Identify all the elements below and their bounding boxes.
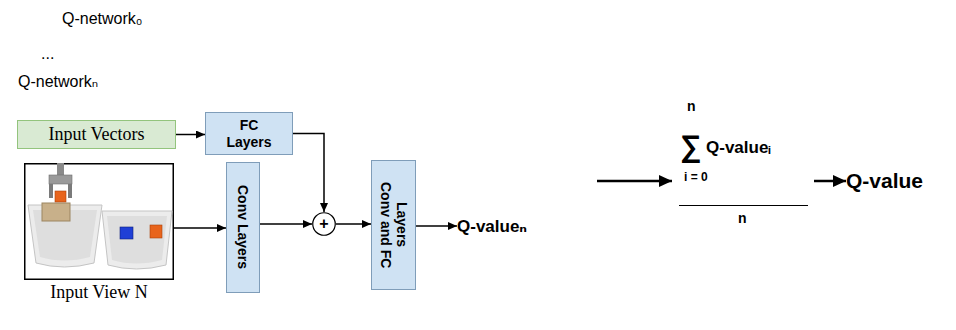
arrow-connector xyxy=(416,225,457,227)
label-holder: ... xyxy=(41,45,54,63)
network-frame: ... xyxy=(33,40,597,298)
input-view-image: Input View N xyxy=(24,163,174,308)
node-label: + xyxy=(319,216,328,232)
beige-block xyxy=(42,203,70,221)
output-label: Q-valueₙ xyxy=(457,213,557,239)
frame-border xyxy=(9,68,573,330)
layer-box: Conv Layers xyxy=(226,162,260,293)
robot-scene-illustration xyxy=(24,163,174,280)
orange-cube xyxy=(55,191,66,202)
arrow-connector xyxy=(176,134,205,136)
image-frame xyxy=(25,164,174,280)
node-label: ∑ xyxy=(680,129,701,162)
node-label: n xyxy=(687,98,696,114)
right-tray xyxy=(102,211,172,269)
arrow-connector xyxy=(597,180,672,183)
arrow-connector xyxy=(814,180,846,183)
input-box: Input Vectors xyxy=(17,120,176,149)
node-label: Q-networkₙ xyxy=(18,73,98,90)
node-label: FC Layers xyxy=(220,117,278,149)
node-label: Q-value xyxy=(846,169,923,193)
fraction-bar xyxy=(679,205,808,206)
gripper-finger xyxy=(49,184,53,198)
node-label: i = 0 xyxy=(684,170,708,184)
node-label: Q-valueₙ xyxy=(457,216,527,237)
gripper-body xyxy=(49,175,72,184)
arrow-connector xyxy=(260,223,312,225)
formula-part: n xyxy=(738,209,747,227)
sum-circle: + xyxy=(312,212,336,236)
node-label: Input Vectors xyxy=(48,124,144,145)
blue-cube xyxy=(120,227,133,239)
average-formula: n ∑ Q-valueᵢ i = 0 n xyxy=(672,93,814,228)
caption-holder: Input View N xyxy=(24,282,174,303)
node-label: Q-valueᵢ xyxy=(706,138,771,157)
frame-border xyxy=(34,41,597,298)
formula-part: ∑ xyxy=(680,131,701,161)
formula-part: n xyxy=(687,97,696,115)
layer-box: Conv and FC Layers xyxy=(371,160,416,290)
gripper-finger xyxy=(68,184,72,198)
node-label: Input View N xyxy=(50,282,148,302)
node-label: Conv and FC Layers xyxy=(377,175,409,275)
circle-border xyxy=(313,213,336,236)
network-frame: Q-networkₙInput Vectors FC LayersInput Vi… xyxy=(8,67,573,330)
orange-cube xyxy=(150,225,162,238)
arrow-connector xyxy=(174,227,226,229)
right-tray-inner xyxy=(107,216,167,264)
frame-outline xyxy=(33,40,597,298)
node-label: ... xyxy=(41,45,54,62)
label-holder: Q-networkₙ xyxy=(18,72,98,91)
label-holder: Q-network₀ xyxy=(62,10,142,28)
output-label: Q-value xyxy=(846,167,946,195)
arrow-connector xyxy=(336,223,371,225)
node-label: Q-network₀ xyxy=(62,10,142,27)
node-label: Conv Layers xyxy=(235,185,251,269)
node-label: n xyxy=(738,210,747,226)
formula-part: i = 0 xyxy=(684,167,708,185)
layer-box: FC Layers xyxy=(205,112,293,155)
arrow-connector xyxy=(293,134,324,213)
formula-part: Q-valueᵢ xyxy=(706,138,771,158)
